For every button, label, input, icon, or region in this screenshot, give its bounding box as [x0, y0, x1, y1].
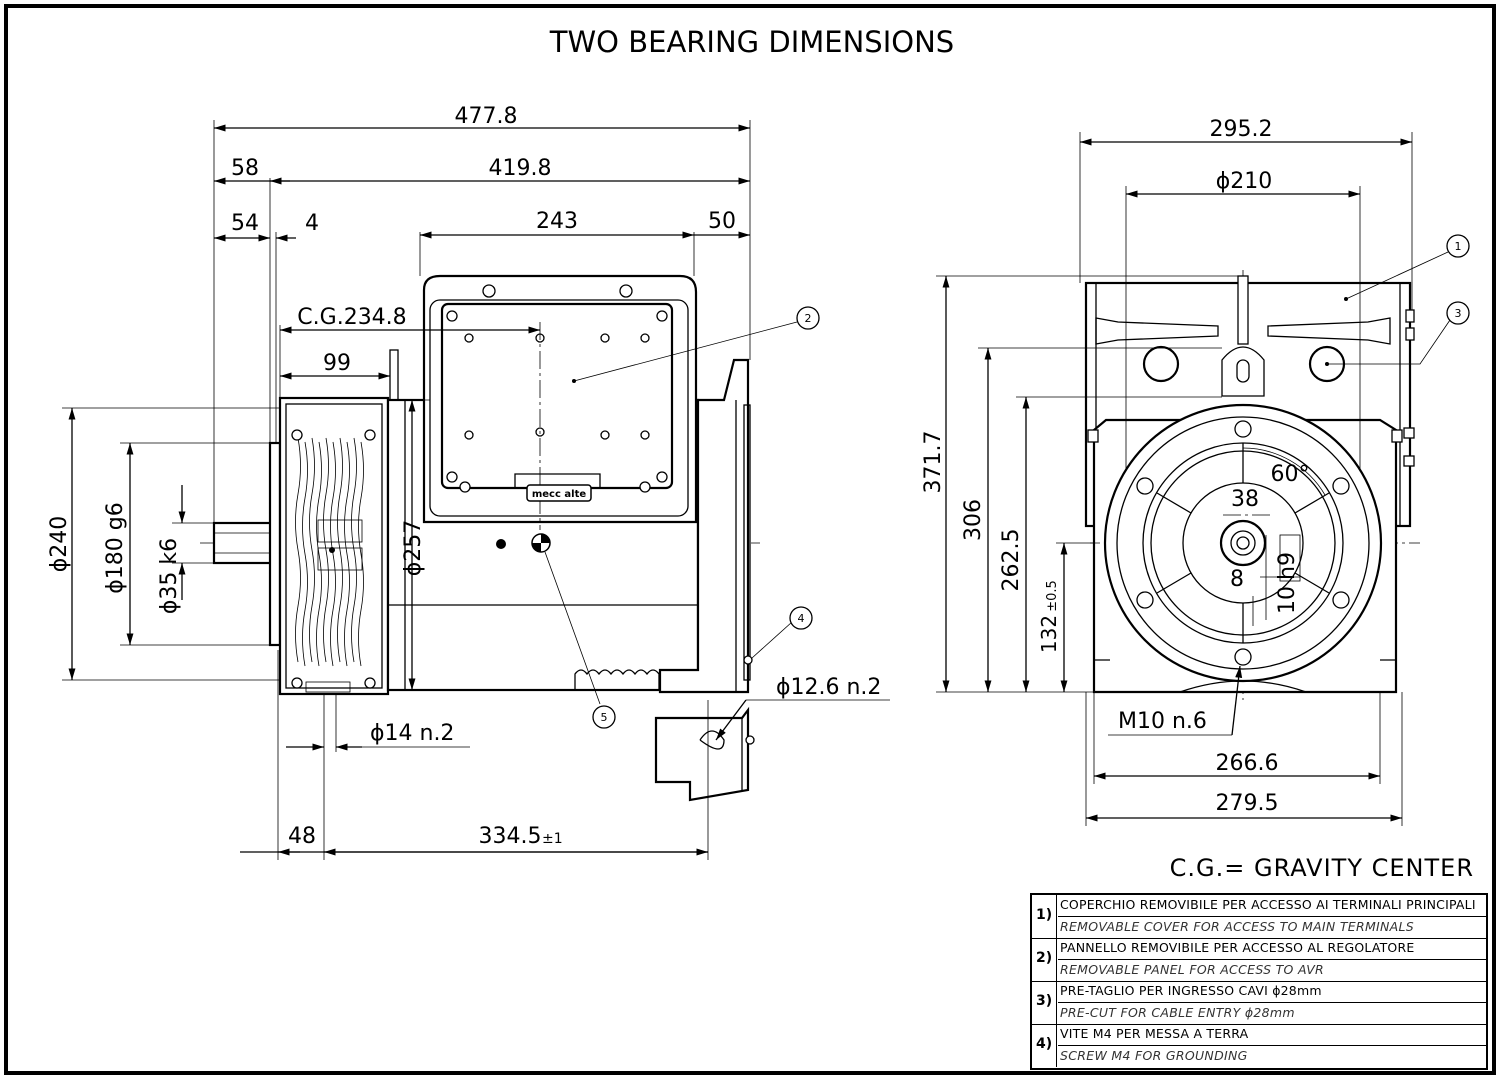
- dim-50: 50: [708, 209, 736, 234]
- dim-99: 99: [323, 351, 351, 376]
- legend-english: REMOVABLE PANEL FOR ACCESS TO AVR: [1060, 962, 1325, 977]
- dim-m10: M10 n.6: [1118, 709, 1207, 734]
- end-shield-bolts-front: [1136, 420, 1350, 666]
- dim-diameter-14: ϕ14 n.2: [370, 721, 454, 746]
- end-shield-ribs: [1156, 443, 1330, 643]
- side-dimensions: 477.8 58 419.8 54 4 243 50 C.G.234.8 99 …: [47, 104, 890, 860]
- callout-5: 5: [601, 711, 608, 724]
- cable-entry-left: [1142, 345, 1180, 383]
- dim-371: 371.7: [921, 431, 946, 494]
- dim-diameter-257: ϕ257: [401, 520, 426, 577]
- legend-italian: COPERCHIO REMOVIBILE PER ACCESSO AI TERM…: [1060, 897, 1476, 912]
- dim-10: 10: [1275, 586, 1300, 614]
- page-title: TWO BEARING DIMENSIONS: [549, 25, 954, 59]
- avr-panel: [440, 302, 674, 490]
- legend-number: 2): [1036, 950, 1053, 966]
- dim-cg: C.G.234.8: [297, 305, 406, 330]
- gravity-center-note: C.G.= GRAVITY CENTER: [1170, 854, 1474, 882]
- legend-italian: PRE-TAGLIO PER INGRESSO CAVI ϕ28mm: [1060, 983, 1322, 998]
- dim-58: 58: [231, 156, 259, 181]
- panel-screws: [446, 284, 668, 493]
- dim-angle-60: 60°: [1271, 462, 1310, 487]
- callout-3: 3: [1455, 307, 1462, 320]
- callout-1: 1: [1455, 240, 1462, 253]
- legend-row: 2) PANNELLO REMOVIBILE PER ACCESSO AL RE…: [1032, 938, 1486, 982]
- callout-4: 4: [798, 612, 805, 625]
- legend-italian: VITE M4 PER MESSA A TERRA: [1060, 1026, 1249, 1041]
- vent-right: [1267, 317, 1391, 345]
- gravity-center-symbol: [531, 533, 551, 553]
- legend-row: 1) COPERCHIO REMOVIBILE PER ACCESSO AI T…: [1032, 895, 1486, 939]
- dim-diameter-12: ϕ12.6 n.2: [776, 675, 881, 700]
- dim-334-tolerance: ±1: [542, 831, 563, 847]
- spigot: [268, 441, 282, 647]
- dim-54: 54: [231, 211, 259, 236]
- dim-diameter-35: ϕ35 k6: [157, 538, 182, 614]
- dim-266: 266.6: [1216, 751, 1279, 776]
- dim-diameter-180: ϕ180 g6: [103, 502, 128, 593]
- fan-vents: [295, 437, 364, 667]
- legend-row: 3) PRE-TAGLIO PER INGRESSO CAVI ϕ28mm PR…: [1032, 981, 1486, 1025]
- dim-419: 419.8: [489, 156, 552, 181]
- vent-left: [1095, 317, 1219, 345]
- legend-english: REMOVABLE COVER FOR ACCESS TO MAIN TERMI…: [1060, 919, 1415, 934]
- dim-295: 295.2: [1210, 117, 1273, 142]
- legend-italian: PANNELLO REMOVIBILE PER ACCESSO AL REGOL…: [1060, 940, 1415, 955]
- dim-243: 243: [536, 209, 578, 234]
- dim-4: 4: [305, 211, 319, 236]
- end-shield: [278, 396, 390, 696]
- brand-logo: mecc alte: [532, 489, 586, 500]
- rear-bracket: [658, 358, 750, 694]
- frame-ribs: [574, 669, 660, 690]
- end-shield-bolts: [291, 429, 376, 689]
- dim-diameter-210: ϕ210: [1216, 169, 1273, 194]
- legend-number: 1): [1036, 907, 1053, 923]
- legend-number: 4): [1036, 1036, 1053, 1052]
- dim-h9: h9: [1275, 552, 1300, 580]
- callout-2: 2: [805, 312, 812, 325]
- shaft-hub: [1219, 519, 1267, 567]
- dim-279: 279.5: [1216, 791, 1279, 816]
- shaft: [212, 521, 278, 565]
- dim-8: 8: [1230, 567, 1244, 592]
- legend-english: PRE-CUT FOR CABLE ENTRY ϕ28mm: [1060, 1005, 1295, 1020]
- dim-262: 262.5: [999, 529, 1024, 592]
- dim-overall-length: 477.8: [455, 104, 518, 129]
- dim-38: 38: [1231, 487, 1259, 512]
- legend-row: 4) VITE M4 PER MESSA A TERRA SCREW M4 FO…: [1032, 1024, 1486, 1067]
- dim-diameter-240: ϕ240: [47, 516, 72, 573]
- side-view: mecc alte: [200, 274, 760, 802]
- legend-number: 3): [1036, 993, 1053, 1009]
- foot-detail: [654, 706, 750, 802]
- front-dimensions: 295.2 ϕ210 371.7 306 262.5 132 ±0.5 38 8…: [921, 117, 1470, 826]
- dim-132: 132: [1037, 615, 1061, 653]
- legend-table: 1) COPERCHIO REMOVIBILE PER ACCESSO AI T…: [1030, 893, 1488, 1070]
- dim-334: 334.5: [479, 824, 542, 849]
- legend-english: SCREW M4 FOR GROUNDING: [1060, 1048, 1248, 1063]
- dim-306: 306: [961, 499, 986, 541]
- dim-132-tolerance: ±0.5: [1045, 580, 1060, 612]
- front-view: [1084, 270, 1420, 700]
- dim-48: 48: [288, 824, 316, 849]
